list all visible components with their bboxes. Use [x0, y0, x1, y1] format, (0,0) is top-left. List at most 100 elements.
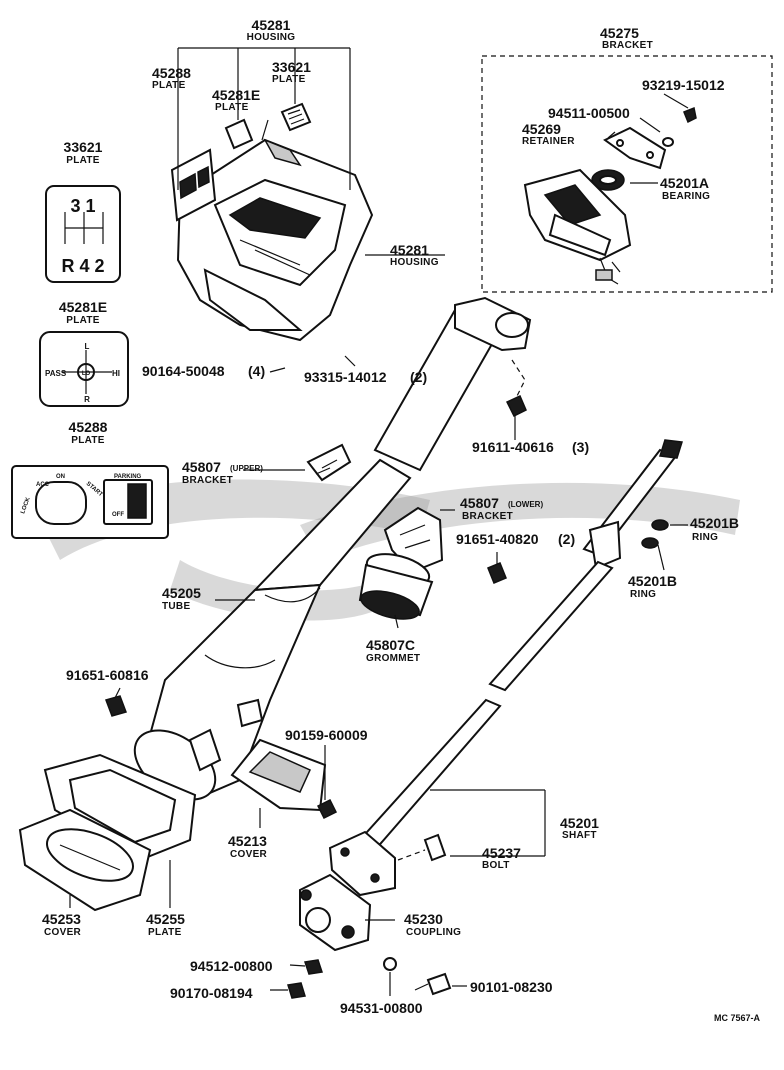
callout-number: 45281	[390, 242, 429, 258]
inset-45288-on: ON	[56, 474, 65, 480]
inset-45281e-name: PLATE	[66, 315, 100, 326]
inset-45281e-right: HI	[112, 369, 120, 378]
callout-number: 45807C	[366, 637, 415, 653]
callout-number: 45213	[228, 833, 267, 849]
callout-number: 94512-00800	[190, 958, 273, 974]
inset-captions: 33621 PLATE 45281E PLATE 45288 PLATE	[59, 139, 108, 446]
inset-45281e-center: LO	[82, 371, 91, 377]
callout-name: BRACKET	[182, 475, 233, 486]
inset-45288-acc: ACC	[36, 482, 50, 488]
callout-bolt-91651-60816: 91651-60816	[66, 667, 149, 683]
callout-number: 45807	[460, 495, 499, 511]
callout-number: 94511-00500	[548, 105, 630, 121]
leader-lines	[69, 47, 689, 996]
callout-name: COVER	[44, 927, 82, 938]
bracket-upper-part	[306, 443, 352, 482]
shaft-flange-part	[328, 830, 396, 897]
callout-number: 45281	[252, 17, 291, 33]
bolt-45237-part	[397, 833, 447, 862]
callout-name: BRACKET	[602, 40, 653, 51]
inset-33621-bottom: R 4 2	[61, 256, 104, 276]
callout-nut-94512: 94512-00800	[190, 958, 273, 974]
bolt-91651-60816-part	[105, 695, 127, 717]
callout-number: 33621	[272, 59, 311, 75]
callout-washer-94531: 94531-00800	[340, 1000, 423, 1016]
callout-name: PLATE	[272, 74, 306, 85]
callout-plate-45255: 45255 PLATE	[146, 911, 185, 938]
inset-45288-number: 45288	[69, 419, 108, 435]
callout-name: PLATE	[215, 102, 249, 113]
callout-number: 90159-60009	[285, 727, 368, 743]
callout-number: 45201A	[660, 175, 709, 191]
callout-suffix: (UPPER)	[230, 464, 263, 473]
callout-bolt-91651-40820: 91651-40820 (2)	[456, 531, 575, 547]
callout-housing-side: 45281 HOUSING	[390, 242, 438, 268]
callout-qty: (4)	[248, 363, 265, 379]
callout-name: TUBE	[162, 601, 190, 612]
upper-tube-part	[373, 296, 532, 472]
callout-number: 90101-08230	[470, 979, 553, 995]
bolt-90101-part	[414, 972, 452, 996]
callout-bearing-45201a: 45201A BEARING	[660, 175, 710, 202]
callout-qty: (2)	[558, 531, 575, 547]
callout-name: RING	[692, 532, 718, 543]
plate-45255-part	[43, 753, 197, 862]
callout-name: GROMMET	[366, 653, 420, 664]
inset-33621-number: 33621	[64, 139, 103, 155]
callout-number: 45807	[182, 459, 221, 475]
callout-name: PLATE	[152, 80, 186, 91]
callout-bolt-93219: 93219-15012	[642, 77, 725, 93]
callout-name: BRACKET	[462, 511, 513, 522]
plate-33621-part	[280, 102, 312, 132]
callout-name: HOUSING	[247, 32, 296, 43]
bracket-box	[481, 55, 773, 293]
callout-plate-45288: 45288 PLATE	[152, 65, 191, 91]
callout-ring-b: 45201B RING	[628, 573, 677, 600]
inset-33621-plate: 3 1 R 4 2	[45, 185, 121, 283]
callout-qty: (2)	[410, 369, 427, 385]
washer-94531-part	[383, 957, 397, 971]
coupling-part	[299, 873, 372, 952]
callout-retainer-45269: 45269 RETAINER	[522, 121, 575, 147]
callout-grommet-45807c: 45807C GROMMET	[366, 637, 420, 664]
inset-33621-name: PLATE	[66, 155, 100, 166]
inset-45288-off: OFF	[112, 512, 124, 518]
inset-45281e-plate: L PASS LO HI R	[39, 331, 129, 407]
lock-assembly-part	[523, 168, 632, 285]
callout-clip-90159: 90159-60009	[285, 727, 368, 743]
inset-45281e-left: PASS	[45, 369, 67, 378]
callout-name: RETAINER	[522, 136, 575, 147]
callout-number: 91651-40820	[456, 531, 539, 547]
callout-bolt-45237: 45237 BOLT	[482, 845, 521, 871]
callout-number: 90170-08194	[170, 985, 253, 1001]
callout-bracket-45275: 45275 BRACKET	[600, 25, 653, 51]
cover-45253-part	[18, 808, 152, 912]
callout-cover-45253: 45253 COVER	[42, 911, 82, 938]
callout-bolt-90101: 90101-08230	[470, 979, 553, 995]
inset-45288-lock: LOCK	[20, 496, 32, 515]
callout-name: RING	[630, 589, 656, 600]
bolt-91651-40820-part	[487, 562, 507, 584]
shaft-part	[356, 439, 683, 852]
callout-name: COVER	[230, 849, 268, 860]
plate-45281e-part	[224, 118, 254, 150]
callout-name: BOLT	[482, 860, 510, 871]
inset-45288-name: PLATE	[71, 435, 105, 446]
ring-part-a	[651, 519, 669, 531]
callout-number: 45281E	[212, 87, 260, 103]
cover-45213-part	[230, 738, 327, 812]
callout-plate-45281e: 45281E PLATE	[212, 87, 260, 113]
callout-screw-93315: 93315-14012 (2)	[304, 369, 427, 385]
plate-45288-part	[170, 148, 217, 222]
inset-45288-parking: PARKING	[114, 474, 142, 480]
callout-name: COUPLING	[406, 927, 461, 938]
inset-45288-plate: LOCK ACC ON START PARKING OFF	[11, 465, 169, 539]
grommet-part	[358, 553, 434, 620]
callout-number: 91651-60816	[66, 667, 149, 683]
callout-number: 45201	[560, 815, 599, 831]
callout-name: BEARING	[662, 191, 710, 202]
callout-number: 45269	[522, 121, 561, 137]
inset-45281e-top: L	[85, 342, 90, 351]
callout-bracket-lower: 45807 (LOWER) BRACKET	[460, 495, 543, 522]
callout-number: 93315-14012	[304, 369, 387, 385]
